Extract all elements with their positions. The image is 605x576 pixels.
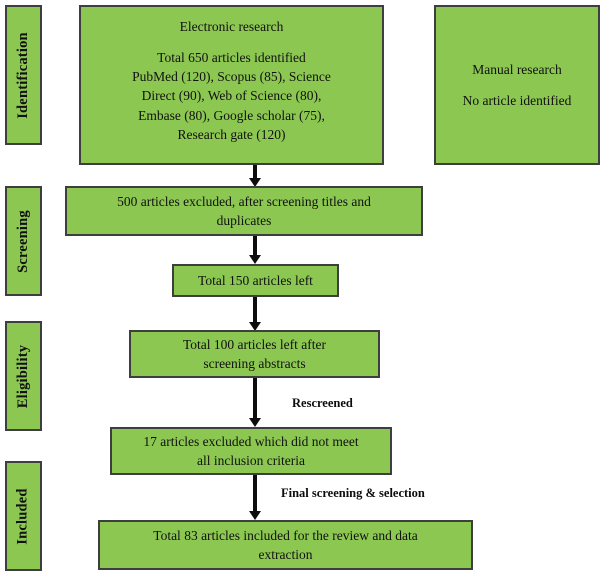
electronic-research-body: Total 650 articles identified PubMed (12… [132, 50, 331, 142]
stage-label-screening-text: Screening [15, 209, 32, 273]
connector-arrow-3 [249, 322, 261, 331]
excluded-titles-text: 500 articles excluded, after screening t… [117, 193, 371, 228]
connector-line-4 [253, 378, 257, 422]
stage-label-screening: Screening [5, 186, 42, 296]
connector-line-2 [253, 236, 257, 260]
stage-label-included-text: Included [15, 487, 31, 545]
annotation-rescreened: Rescreened [292, 396, 353, 410]
stage-label-eligibility-text: Eligibility [15, 344, 31, 408]
box-excluded-titles: 500 articles excluded, after screening t… [65, 186, 423, 236]
box-included-83: Total 83 articles included for the revie… [98, 520, 473, 570]
manual-research-body: No article identified [462, 93, 572, 108]
box-total-100: Total 100 articles left after screening … [129, 330, 380, 378]
connector-arrow-4 [249, 418, 261, 427]
electronic-research-heading: Electronic research [179, 19, 284, 34]
connector-line-1 [253, 165, 257, 183]
annotation-final-screening: Final screening & selection [281, 486, 425, 500]
stage-label-identification: Identification [5, 5, 42, 145]
box-manual-research: Manual research No article identified [434, 5, 600, 165]
included-83-text: Total 83 articles included for the revie… [153, 527, 418, 562]
stage-label-included: Included [5, 461, 42, 571]
connector-arrow-2 [249, 255, 261, 264]
connector-arrow-1 [249, 178, 261, 187]
total-100-text: Total 100 articles left after screening … [183, 336, 326, 371]
box-electronic-research: Electronic research Total 650 articles i… [79, 5, 384, 165]
connector-arrow-5 [249, 511, 261, 520]
connector-line-5 [253, 475, 257, 515]
box-total-150: Total 150 articles left [172, 264, 339, 297]
stage-label-eligibility: Eligibility [5, 321, 42, 431]
stage-label-identification-text: Identification [15, 31, 31, 119]
total-150-text: Total 150 articles left [198, 272, 313, 288]
excluded-17-text: 17 articles excluded which did not meet … [143, 433, 359, 468]
box-excluded-17: 17 articles excluded which did not meet … [110, 427, 392, 475]
connector-line-3 [253, 297, 257, 327]
manual-research-heading: Manual research [472, 61, 562, 77]
